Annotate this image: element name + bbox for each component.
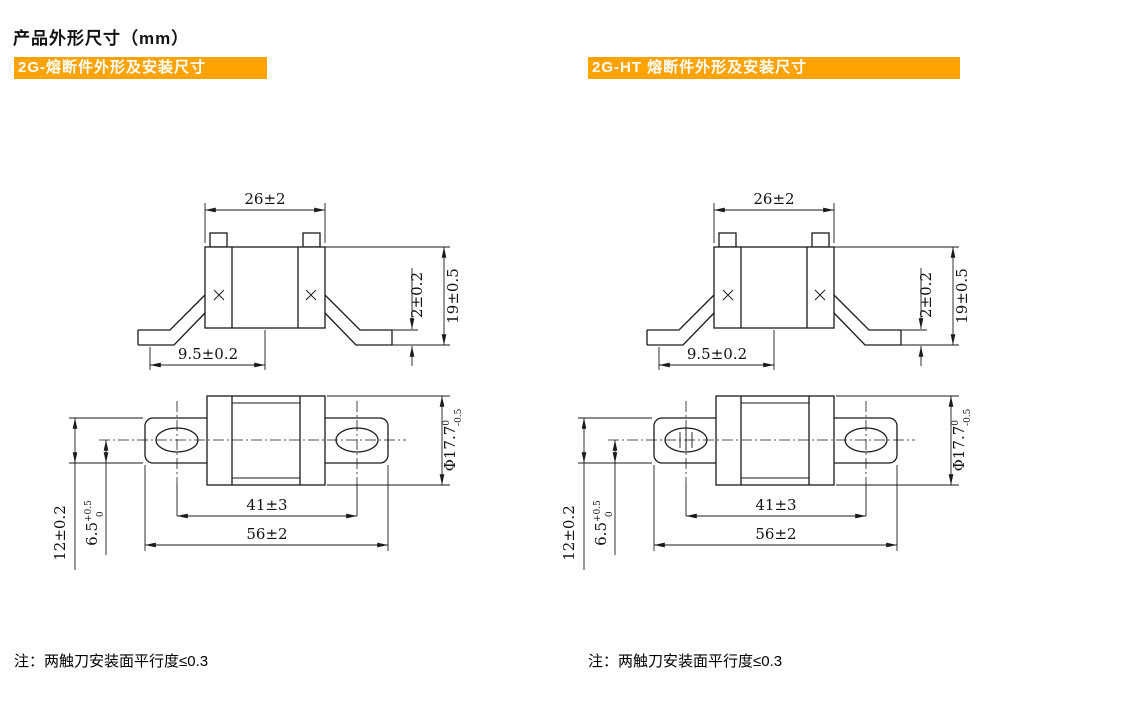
dim-hole-distance: 41±3 — [246, 496, 287, 514]
note-2g-ht: 注：两触刀安装面平行度≤0.3 — [588, 653, 783, 670]
dim-overall-length: 56±2 — [246, 525, 287, 543]
mounting-strap-right — [324, 294, 393, 346]
fuse-body — [715, 395, 835, 486]
dim-overall-height: 19±0.5 — [953, 268, 971, 324]
dim-overall-height: 19±0.5 — [444, 268, 462, 324]
dim-diameter: Φ17.70-0.5 — [950, 408, 973, 471]
section-2g: 2G-熔断件外形及安装尺寸 — [14, 57, 559, 717]
dim-top-width: 26±2 — [244, 190, 285, 208]
weld-marks — [213, 289, 317, 301]
dim-top-width: 26±2 — [753, 190, 794, 208]
dim-hole-distance: 41±3 — [755, 496, 796, 514]
fuse-body — [206, 395, 326, 486]
fuse-side-view: 26±2 2±0.2 19±0.5 9.5±0.2 — [646, 190, 971, 370]
fuse-side-view: 26±2 2±0.2 19±0.5 9.5±0.2 — [137, 190, 462, 370]
note-2g: 注：两触刀安装面平行度≤0.3 — [14, 653, 209, 670]
dim-foot-length: 9.5±0.2 — [178, 345, 238, 363]
dim-strap-thickness: 2±0.2 — [408, 272, 426, 318]
dim-blade-width: 12±0.2 — [51, 505, 69, 561]
dim-blade-width: 12±0.2 — [560, 505, 578, 561]
section-2g-header: 2G-熔断件外形及安装尺寸 — [14, 57, 267, 79]
mounting-strap-right — [833, 294, 902, 346]
mounting-strap-left — [137, 294, 206, 346]
page-title: 产品外形尺寸（mm） — [13, 29, 190, 48]
technical-drawing-2g: 26±2 2±0.2 19±0.5 9.5±0.2 — [51, 190, 464, 570]
dim-strap-thickness: 2±0.2 — [917, 272, 935, 318]
section-2g-ht-header: 2G-HT 熔断件外形及安装尺寸 — [588, 57, 960, 79]
section-2g-ht: 2G-HT 熔断件外形及安装尺寸 — [560, 57, 1122, 717]
dim-foot-length: 9.5±0.2 — [687, 345, 747, 363]
technical-drawing-2g-ht: 26±2 2±0.2 19±0.5 9.5±0.2 — [560, 190, 973, 570]
weld-marks — [722, 289, 826, 301]
dim-diameter: Φ17.70-0.5 — [441, 408, 464, 471]
dim-overall-length: 56±2 — [755, 525, 796, 543]
mounting-strap-left — [646, 294, 715, 346]
